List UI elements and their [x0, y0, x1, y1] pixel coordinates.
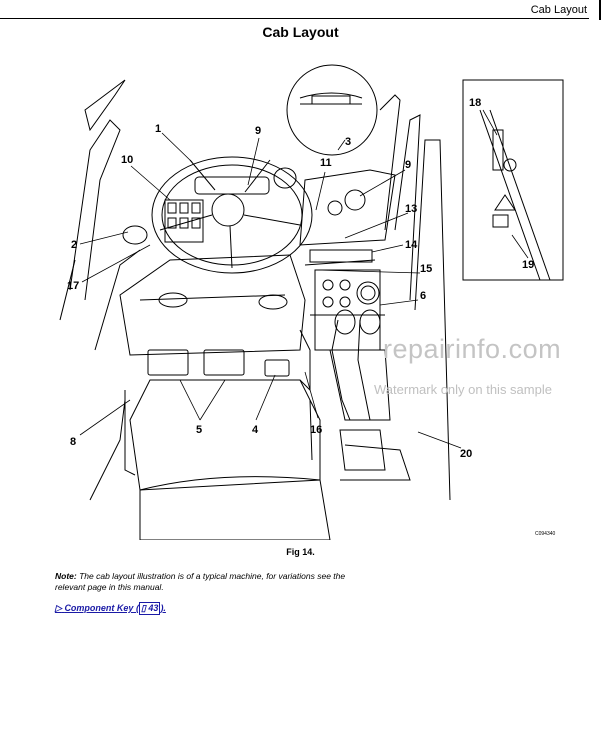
figure-caption: Fig 14.: [286, 547, 315, 557]
callout-5: 5: [196, 424, 202, 436]
right-pillar: [379, 94, 401, 231]
callout-6: 6: [420, 290, 426, 302]
callout-14: 14: [405, 239, 418, 251]
note-label: Note:: [55, 571, 77, 581]
callout-20: 20: [460, 448, 472, 460]
callout-15: 15: [420, 263, 432, 275]
component-key-label: Component Key: [64, 603, 134, 613]
callout-18: 18: [469, 97, 481, 109]
page-ref: 43: [148, 603, 159, 613]
header-rule: [0, 18, 589, 19]
note-text: The cab layout illustration is of a typi…: [55, 571, 346, 592]
callout-9-top: 9: [255, 125, 261, 137]
header-bar: [599, 0, 601, 20]
operator-seat: [129, 379, 321, 491]
mirror-inset: [286, 64, 378, 156]
header-section-title: Cab Layout: [530, 4, 587, 16]
steering-wheel: [151, 156, 313, 274]
callout-4: 4: [252, 424, 259, 436]
callout-19: 19: [522, 259, 534, 271]
callout-9-right: 9: [405, 159, 411, 171]
callout-2: 2: [71, 239, 77, 251]
callout-11: 11: [320, 157, 332, 169]
callout-3: 3: [345, 136, 351, 148]
cab-layout-figure: 1 2 3 4 5 6 8 9 9 10 11 13 14 15 16 17 1…: [59, 64, 564, 540]
arrow-right-icon: ▷: [55, 603, 62, 613]
note: Note: The cab layout illustration is of …: [55, 571, 355, 593]
callout-17: 17: [67, 280, 79, 292]
left-switch-panel: [164, 199, 204, 243]
page-icon: ▯: [140, 603, 146, 613]
callout-10: 10: [121, 154, 133, 166]
lever-left: [331, 319, 351, 421]
callout-1: 1: [155, 123, 161, 135]
left-pillar: [84, 79, 126, 132]
accelerator-pedal: [264, 359, 290, 377]
left-vent: [158, 292, 188, 308]
page-ref-box: ▯ 43: [138, 602, 161, 615]
callout-16: 16: [310, 424, 322, 436]
callout-8: 8: [70, 436, 76, 448]
watermark-site: repairinfo.com: [383, 334, 562, 364]
component-key-link[interactable]: ▷ Component Key (▯ 43).: [55, 602, 166, 615]
brake-pedal-right: [203, 349, 245, 376]
right-vent: [258, 294, 288, 310]
callout-13: 13: [405, 203, 417, 215]
detail-inset: [462, 79, 564, 281]
figure-code: C094340: [535, 531, 556, 537]
watermark-notice: Watermark only on this sample: [374, 382, 552, 397]
page-title: Cab Layout: [262, 24, 339, 40]
brake-pedal-left: [147, 349, 189, 376]
